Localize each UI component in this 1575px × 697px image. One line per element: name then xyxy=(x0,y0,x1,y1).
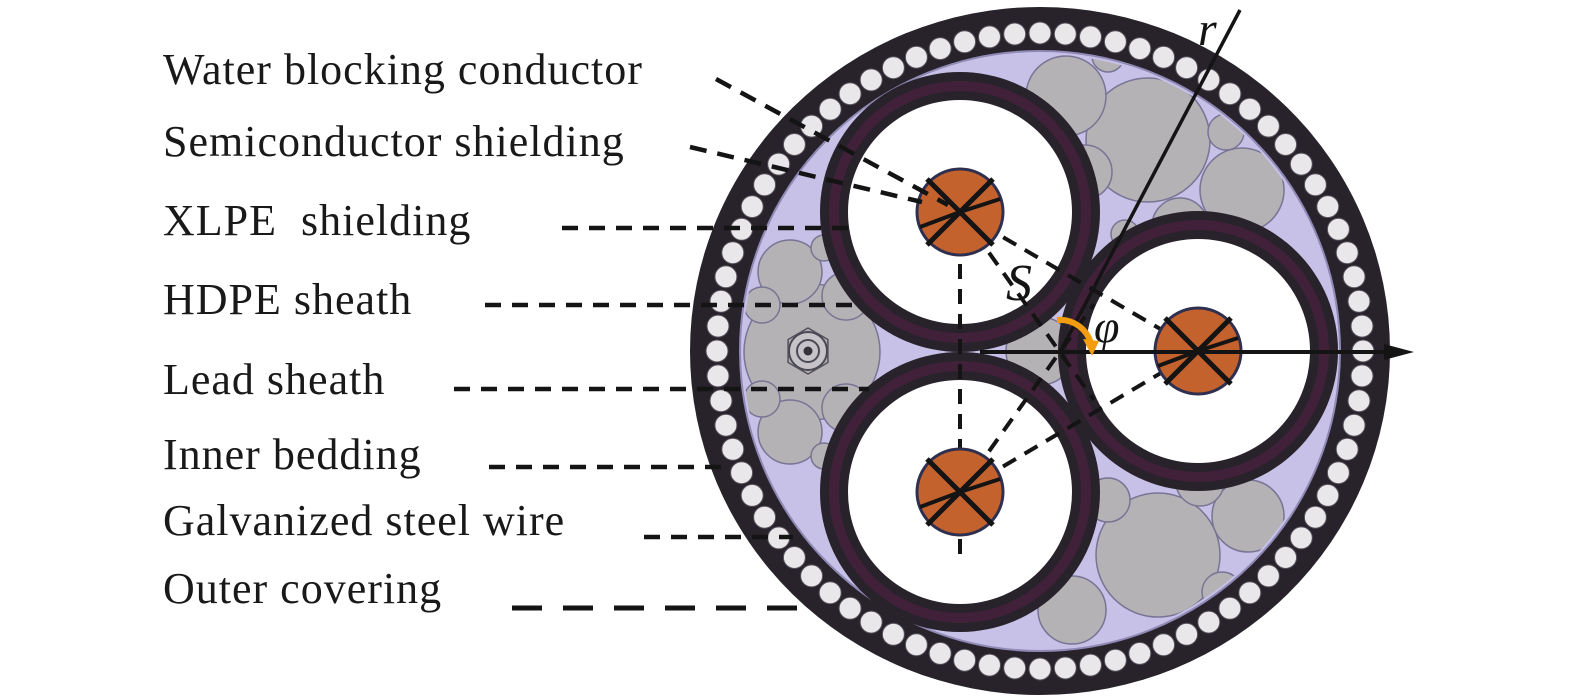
label-leader-lines xyxy=(454,77,950,611)
radius-line xyxy=(1058,9,1242,353)
axis-arrowhead xyxy=(1384,344,1414,360)
spacing-line-bottom-right xyxy=(958,349,1200,494)
label-inner-bedding: Inner bedding xyxy=(163,430,422,479)
label-semiconductor-shielding: Semiconductor shielding xyxy=(163,117,625,166)
label-xlpe-shielding: XLPE shielding xyxy=(163,196,472,245)
radius-symbol-label: r xyxy=(1198,3,1217,56)
galvanized-steel-wire-ring xyxy=(705,21,1375,681)
angle-arc-arrow xyxy=(1056,316,1099,356)
horizontal-axis xyxy=(980,344,1414,360)
label-hdpe-sheath: HDPE sheath xyxy=(163,275,413,324)
angle-symbol-label: φ xyxy=(1094,301,1120,352)
leader-water-blocking-conductor xyxy=(714,77,950,207)
spacing-symbol-label: S xyxy=(1006,255,1032,312)
water-blocking-conductors xyxy=(915,167,1243,537)
leader-semiconductor-shielding xyxy=(689,144,923,205)
spacing-line-top-right xyxy=(958,210,1200,353)
fiber-optic-unit-icon xyxy=(787,327,829,375)
label-water-blocking-conductor: Water blocking conductor xyxy=(163,45,643,94)
label-galvanized-steel-wire: Galvanized steel wire xyxy=(163,496,566,545)
label-outer-covering: Outer covering xyxy=(163,564,443,613)
label-lead-sheath: Lead sheath xyxy=(163,355,386,404)
